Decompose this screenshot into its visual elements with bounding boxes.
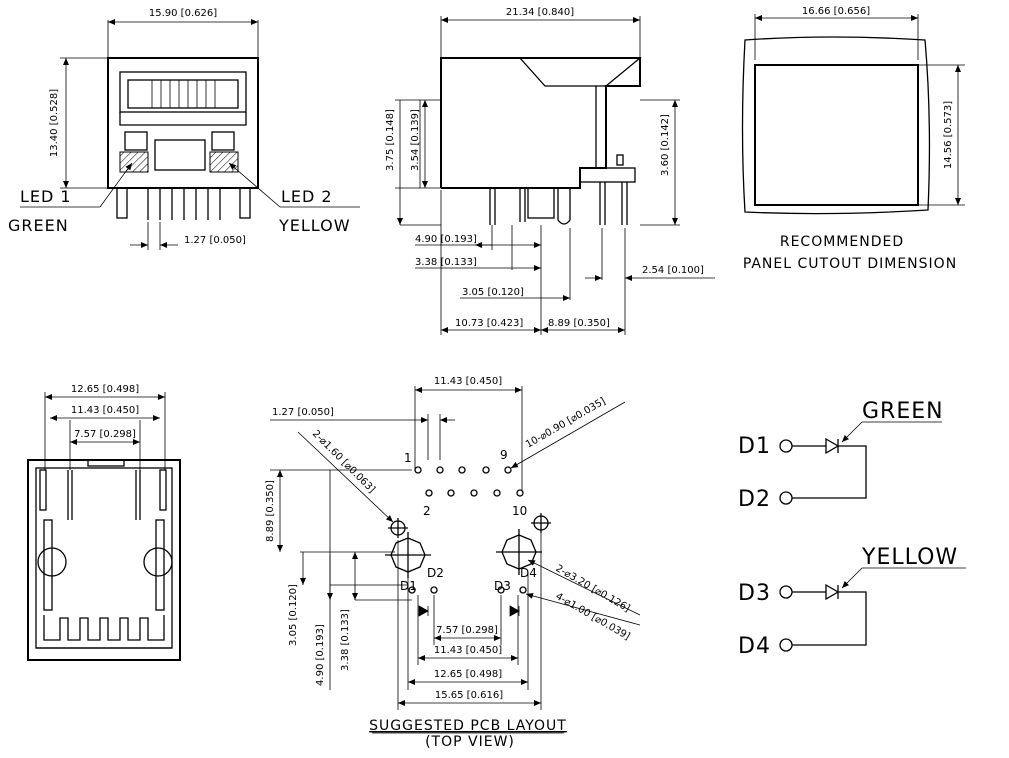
pcb-top-dim: 11.43 [0.450] [434, 376, 502, 387]
panel-height-dim: 14.56 [0.573] [943, 101, 954, 169]
pcb-d4: D4 [520, 566, 537, 580]
pcb-v-dim3: 4.90 [0.193] [315, 624, 326, 686]
led-schematic: GREEN D1 D2 YELLOW D3 D4 [738, 399, 966, 659]
panel-title-line1: RECOMMENDED [780, 234, 904, 250]
pcb-v-dim4: 3.38 [0.133] [340, 609, 351, 671]
panel-title-line2: PANEL CUTOUT DIMENSION [743, 256, 957, 272]
pcb-holes-small: 10-⌀0.90 [⌀0.035] [524, 396, 608, 451]
pcb-v-dim2: 3.05 [0.120] [288, 584, 299, 646]
pcb-pin9: 9 [500, 448, 508, 462]
led1-label: LED 1 [20, 187, 72, 206]
front-height-dim: 13.40 [0.528] [49, 89, 60, 157]
led2-label: LED 2 [281, 187, 333, 206]
bottom-dim2: 11.43 [0.450] [71, 405, 139, 416]
side-d4-dim: 10.73 [0.423] [455, 318, 523, 329]
side-d2-dim: 3.38 [0.133] [415, 257, 477, 268]
pcb-pin1: 1 [404, 451, 412, 465]
schematic-d1: D1 [738, 434, 771, 459]
schematic-yellow-label: YELLOW [861, 545, 958, 570]
side-d3-dim: 3.05 [0.120] [462, 287, 524, 298]
pcb-subtitle: (TOP VIEW) [425, 734, 515, 750]
pcb-pin2: 2 [423, 504, 431, 518]
pcb-holes-med: 2-⌀1.60 [⌀0.063] [310, 428, 377, 495]
side-length-dim: 21.34 [0.840] [506, 7, 574, 18]
panel-cutout: 16.66 [0.656] 14.56 [0.573] RECOMMENDED … [741, 6, 965, 272]
side-h1-dim: 3.75 [0.148] [385, 109, 396, 171]
panel-width-dim: 16.66 [0.656] [802, 6, 870, 17]
pcb-b-dim4: 15.65 [0.616] [435, 690, 503, 701]
side-d5-dim: 8.89 [0.350] [548, 318, 610, 329]
side-h2-dim: 3.54 [0.139] [410, 109, 421, 171]
pcb-title: SUGGESTED PCB LAYOUT [369, 718, 567, 734]
pcb-b-dim1: 7.57 [0.298] [436, 625, 498, 636]
schematic-d2: D2 [738, 487, 771, 512]
side-d6-dim: 2.54 [0.100] [642, 265, 704, 276]
front-view: 15.90 [0.626] 13.40 [0.528] [8, 8, 360, 250]
pcb-pin10: 10 [512, 504, 527, 518]
side-view: 21.34 [0.840] 3.75 [0.148] 3.54 [0.139] … [385, 7, 715, 335]
side-h3-dim: 3.60 [0.142] [660, 114, 671, 176]
bottom-dim3: 7.57 [0.298] [74, 429, 136, 440]
pcb-b-dim3: 12.65 [0.498] [434, 669, 502, 680]
front-pitch-dim: 1.27 [0.050] [184, 235, 246, 246]
pcb-v-dim1: 8.89 [0.350] [265, 480, 276, 542]
front-width-dim: 15.90 [0.626] [149, 8, 217, 19]
pcb-pitch-dim: 1.27 [0.050] [272, 407, 334, 418]
side-d1-dim: 4.90 [0.193] [415, 234, 477, 245]
bottom-view: 12.65 [0.498] 11.43 [0.450] 7.57 [0.298] [27, 384, 181, 661]
bottom-dim1: 12.65 [0.498] [71, 384, 139, 395]
pcb-d3: D3 [494, 579, 511, 593]
pcb-b-dim2: 11.43 [0.450] [434, 645, 502, 656]
pcb-d2: D2 [427, 566, 444, 580]
pcb-d1: D1 [400, 579, 417, 593]
schematic-d4: D4 [738, 634, 771, 659]
schematic-d3: D3 [738, 581, 771, 606]
schematic-green-label: GREEN [862, 399, 944, 424]
led2-color: YELLOW [278, 216, 351, 235]
led1-color: GREEN [8, 216, 69, 235]
pcb-layout: 11.43 [0.450] 1.27 [0.050] 1 2 9 10 10-⌀… [265, 376, 641, 750]
